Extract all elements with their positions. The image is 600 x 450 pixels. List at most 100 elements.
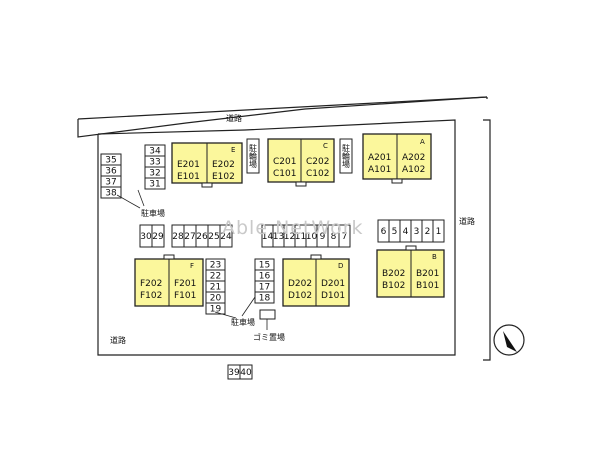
- parking-space-15[interactable]: 15: [254, 258, 275, 271]
- unit-label: E202: [212, 160, 235, 170]
- unit-label: B101: [416, 281, 439, 291]
- unit-label: F102: [140, 291, 162, 301]
- unit-label: F202: [140, 279, 162, 289]
- building-d[interactable]: D D202 D201 D102 D101: [282, 254, 350, 307]
- parking-space-37[interactable]: 37: [100, 175, 122, 188]
- parking-space-22[interactable]: 22: [205, 269, 226, 282]
- parking-space-number: 33: [149, 158, 160, 168]
- parking-space-number: 23: [210, 261, 221, 271]
- parking-space-39[interactable]: 39: [227, 364, 241, 380]
- parking-space-35[interactable]: 35: [100, 153, 122, 166]
- parking-space-2[interactable]: 2: [421, 219, 434, 243]
- parking-space-3[interactable]: 3: [410, 219, 423, 243]
- unit-label: E102: [212, 172, 235, 182]
- unit-label: A101: [368, 165, 391, 175]
- parking-space-number: 12: [284, 232, 295, 242]
- parking-space-28[interactable]: 28: [171, 224, 185, 248]
- unit-label: B102: [382, 281, 405, 291]
- unit-label: A102: [402, 165, 425, 175]
- building-letter: C: [323, 142, 328, 150]
- parking-space-40[interactable]: 40: [239, 364, 253, 380]
- road-label-east: 道路: [459, 216, 475, 226]
- parking-space-number: 15: [259, 261, 270, 271]
- parking-space-7[interactable]: 7: [338, 224, 351, 248]
- parking-space-number: 20: [210, 294, 222, 304]
- parking-space-31[interactable]: 31: [144, 177, 166, 190]
- parking-space-34[interactable]: 34: [144, 144, 166, 157]
- parking-space-number: 26: [196, 232, 208, 242]
- unit-label: A201: [368, 153, 391, 163]
- building-e[interactable]: E E201 E202 E101 E102: [171, 142, 243, 188]
- bicycle-parking-2: 駐輪場: [339, 138, 353, 174]
- building-f[interactable]: F F202 F201 F102 F101: [134, 254, 204, 307]
- unit-label: C202: [306, 157, 329, 167]
- parking-space-32[interactable]: 32: [144, 166, 166, 179]
- parking-label-north: 駐車場: [141, 208, 165, 218]
- bicycle-parking-label: 駐輪場: [342, 143, 351, 169]
- parking-space-18[interactable]: 18: [254, 291, 275, 304]
- building-letter: E: [231, 146, 235, 154]
- road-lines: [77, 96, 491, 361]
- unit-label: E101: [177, 172, 200, 182]
- building-c[interactable]: C C201 C202 C101 C102: [267, 138, 335, 187]
- building-a[interactable]: A A201 A202 A101 A102: [362, 133, 432, 184]
- parking-space-number: 1: [436, 227, 442, 237]
- parking-space-33[interactable]: 33: [144, 155, 166, 168]
- parking-space-number: 34: [149, 147, 161, 157]
- parking-space-30[interactable]: 30: [139, 224, 153, 248]
- parking-space-number: 22: [210, 272, 221, 282]
- parking-space-number: 37: [105, 178, 116, 188]
- building-letter: B: [432, 253, 437, 261]
- parking-space-number: 31: [149, 180, 160, 190]
- parking-space-number: 28: [172, 232, 184, 242]
- parking-space-number: 30: [140, 232, 152, 242]
- parking-space-number: 27: [184, 232, 195, 242]
- bicycle-parking-1: 駐輪場: [246, 138, 260, 174]
- parking-space-25[interactable]: 25: [207, 224, 221, 248]
- building-letter: D: [338, 262, 343, 270]
- parking-space-23[interactable]: 23: [205, 258, 226, 271]
- parking-space-20[interactable]: 20: [205, 291, 226, 304]
- parking-space-29[interactable]: 29: [151, 224, 165, 248]
- parking-space-24[interactable]: 24: [219, 224, 233, 248]
- parking-space-number: 35: [105, 156, 116, 166]
- unit-label: D201: [321, 279, 345, 289]
- unit-label: F101: [174, 291, 196, 301]
- parking-space-number: 8: [331, 232, 337, 242]
- parking-space-number: 7: [342, 232, 348, 242]
- parking-space-26[interactable]: 26: [195, 224, 209, 248]
- parking-space-number: 19: [210, 305, 222, 315]
- parking-space-number: 17: [259, 283, 270, 293]
- unit-label: E201: [177, 160, 200, 170]
- building-letter: F: [190, 262, 194, 270]
- unit-label: F201: [174, 279, 196, 289]
- parking-label-south: 駐車場: [231, 317, 255, 327]
- unit-label: A202: [402, 153, 425, 163]
- parking-space-21[interactable]: 21: [205, 280, 226, 293]
- parking-space-6[interactable]: 6: [377, 219, 390, 243]
- parking-space-number: 4: [403, 227, 409, 237]
- parking-space-4[interactable]: 4: [399, 219, 412, 243]
- parking-space-number: 18: [259, 294, 271, 304]
- unit-label: B202: [382, 269, 405, 279]
- parking-space-38[interactable]: 38: [100, 186, 122, 199]
- parking-space-17[interactable]: 17: [254, 280, 275, 293]
- parking-space-19[interactable]: 19: [205, 302, 226, 315]
- parking-space-number: 9: [320, 232, 326, 242]
- watermark: Able NetWork: [222, 217, 364, 239]
- bicycle-parking-label: 駐輪場: [249, 143, 258, 169]
- parking-space-36[interactable]: 36: [100, 164, 122, 177]
- unit-label: D202: [288, 279, 312, 289]
- parking-space-number: 29: [152, 232, 164, 242]
- parking-space-number: 10: [306, 232, 318, 242]
- parking-space-5[interactable]: 5: [388, 219, 401, 243]
- parking-space-number: 38: [105, 189, 117, 199]
- unit-label: D102: [288, 291, 312, 301]
- parking-space-number: 24: [220, 232, 232, 242]
- parking-space-1[interactable]: 1: [432, 219, 445, 243]
- building-b[interactable]: B B202 B201 B102 B101: [376, 245, 445, 298]
- parking-space-16[interactable]: 16: [254, 269, 275, 282]
- parking-space-number: 36: [105, 167, 117, 177]
- parking-space-27[interactable]: 27: [183, 224, 197, 248]
